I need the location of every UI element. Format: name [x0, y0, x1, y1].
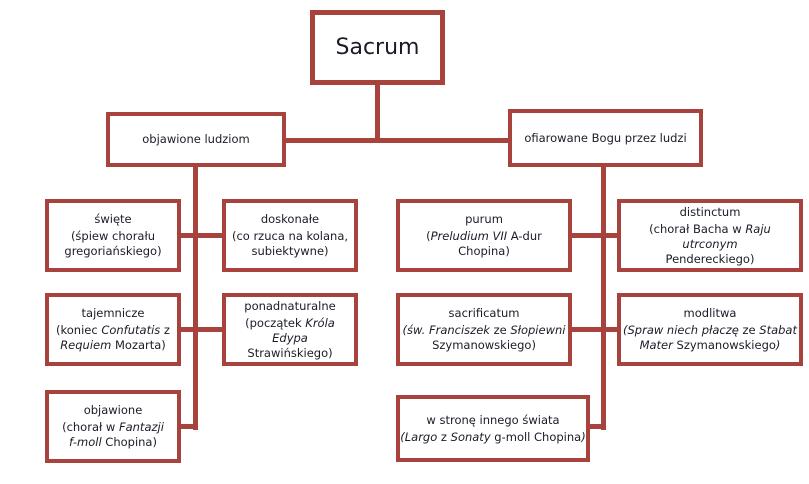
connector-left-row2-right — [193, 327, 223, 332]
connector-left-row3-left — [180, 424, 198, 429]
node-w-strone-close: ) — [581, 429, 586, 444]
node-ponadnaturalne-sub: (początek Króla Edypa Strawińskiego) — [226, 316, 354, 361]
node-tajemnicze[interactable]: tajemnicze (koniec Confutatis z Requiem … — [45, 293, 181, 366]
node-distinctum-composer: Pendereckiego) — [665, 251, 755, 266]
node-objawione-sub: (chorał w Fantazji f-moll Chopina) — [62, 420, 164, 450]
node-w-strone-conn: z — [437, 429, 451, 444]
node-swiete-sub: (śpiew chorału gregoriańskiego) — [64, 229, 161, 259]
node-modlitwa-work2: Stabat — [759, 323, 797, 337]
node-purum[interactable]: purum (Preludium VII A-dur Chopina) — [396, 199, 572, 272]
connector-right-row3-left — [586, 424, 606, 429]
node-sacrum[interactable]: Sacrum — [310, 10, 445, 85]
node-distinctum-work: Raju utrconym — [682, 221, 771, 251]
node-ponadnaturalne-composer: Strawińskiego) — [247, 345, 333, 360]
node-sacrificatum-work: (św. Franciszek — [402, 323, 490, 337]
connector-right-row1-right — [601, 233, 617, 238]
node-sacrificatum-conn: ze — [489, 323, 511, 337]
connector-right-row1-left — [571, 233, 606, 238]
node-ponadnaturalne-prefix: (początek — [245, 315, 306, 330]
node-w-strone-sub: (Largo z Sonaty g-moll Chopina) — [400, 430, 585, 445]
connector-left-row1-left — [180, 233, 198, 238]
node-w-strone-work: (Largo — [400, 429, 438, 444]
node-tajemnicze-work2: Requiem — [60, 338, 112, 352]
node-swiete[interactable]: święte (śpiew chorału gregoriańskiego) — [45, 199, 181, 272]
node-modlitwa-work3: Mater — [639, 338, 673, 352]
node-objawione-key: f-moll — [69, 435, 102, 449]
node-swiete-title: święte — [94, 212, 132, 226]
node-sacrificatum-work2: Słopiewni — [510, 323, 566, 337]
node-swiete-sub-line1: (śpiew chorału — [70, 229, 156, 243]
node-purum-title: purum — [465, 212, 503, 226]
node-tajemnicze-conn: z — [160, 323, 170, 337]
connector-level2-bar — [286, 138, 510, 143]
connector-root-stem — [375, 85, 380, 142]
node-w-strone-innego-swiata[interactable]: w stronę innego świata (Largo z Sonaty g… — [396, 395, 590, 462]
node-distinctum-sub: (chorał Bacha w Raju utrconym Penderecki… — [621, 222, 799, 267]
node-purum-paren: ( — [426, 229, 431, 243]
node-objawione[interactable]: objawione (chorał w Fantazji f-moll Chop… — [45, 390, 181, 463]
connector-right-row2-right — [601, 327, 617, 332]
node-modlitwa-conn: ze — [738, 323, 760, 337]
node-sacrificatum-composer: Szymanowskiego) — [432, 338, 536, 352]
node-w-strone-work2: Sonaty — [450, 429, 491, 444]
connector-right-row2-left — [571, 327, 606, 332]
node-modlitwa-composer: Szymanowskiego — [672, 338, 776, 352]
node-purum-composer: Chopina) — [458, 244, 510, 258]
node-distinctum[interactable]: distinctum (chorał Bacha w Raju utrconym… — [617, 199, 803, 272]
node-modlitwa-work: (Spraw niech płaczę — [623, 323, 739, 337]
node-ofiarowane-bogu[interactable]: ofiarowane Bogu przez ludzi — [508, 109, 703, 167]
node-doskonale-sub: (co rzuca na kolana, subiektywne) — [232, 229, 348, 259]
node-w-strone-title: w stronę innego świata — [426, 412, 560, 427]
connector-right-trunk — [601, 165, 606, 430]
node-ofiarowane-bogu-label: ofiarowane Bogu przez ludzi — [524, 130, 687, 145]
node-purum-sub: (Preludium VII A-dur Chopina) — [426, 229, 542, 259]
node-distinctum-title: distinctum — [679, 204, 741, 219]
node-tajemnicze-prefix: (koniec — [56, 323, 102, 337]
node-purum-key: A-dur — [507, 229, 542, 243]
node-modlitwa-title: modlitwa — [683, 306, 737, 320]
node-distinctum-prefix: (chorał Bacha w — [649, 221, 746, 236]
node-objawione-work: Fantazji — [118, 420, 164, 434]
connector-left-row1-right — [193, 233, 223, 238]
node-modlitwa-sub: (Spraw niech płaczę ze Stabat Mater Szym… — [623, 323, 797, 353]
node-tajemnicze-sub: (koniec Confutatis z Requiem Mozarta) — [56, 323, 170, 353]
node-objawione-ludziom-label: objawione ludziom — [142, 132, 250, 146]
node-tajemnicze-title: tajemnicze — [81, 306, 145, 320]
node-sacrificatum-title: sacrificatum — [448, 306, 520, 320]
node-modlitwa-close: ) — [775, 338, 781, 352]
node-objawione-ludziom[interactable]: objawione ludziom — [106, 112, 286, 167]
node-sacrum-label: Sacrum — [335, 34, 420, 60]
node-sacrificatum-sub: (św. Franciszek ze Słopiewni Szymanowski… — [403, 323, 566, 353]
node-tajemnicze-work: Confutatis — [101, 323, 161, 337]
node-ponadnaturalne-title: ponadnaturalne — [244, 298, 336, 313]
node-objawione-title: objawione — [83, 403, 143, 417]
node-tajemnicze-composer: Mozarta) — [111, 338, 166, 352]
node-doskonale[interactable]: doskonałe (co rzuca na kolana, subiektyw… — [222, 199, 358, 272]
connector-left-trunk — [193, 165, 198, 430]
node-objawione-prefix: (chorał w — [62, 420, 119, 434]
node-swiete-sub-line2: gregoriańskiego) — [64, 244, 162, 258]
node-doskonale-sub-line1: (co rzuca na kolana, — [231, 229, 349, 243]
connector-left-row2-left — [180, 327, 198, 332]
node-doskonale-title: doskonałe — [260, 212, 320, 226]
node-purum-work: Preludium VII — [430, 229, 508, 243]
node-ponadnaturalne[interactable]: ponadnaturalne (początek Króla Edypa Str… — [222, 293, 358, 366]
node-modlitwa[interactable]: modlitwa (Spraw niech płaczę ze Stabat M… — [617, 293, 803, 366]
node-doskonale-sub-line2: subiektywne) — [251, 244, 329, 258]
node-objawione-composer: Chopina) — [101, 435, 157, 449]
node-ponadnaturalne-work: Króla Edypa — [272, 315, 335, 345]
node-sacrificatum[interactable]: sacrificatum (św. Franciszek ze Słopiewn… — [396, 293, 572, 366]
node-w-strone-composer: g-moll Chopina — [490, 429, 582, 444]
